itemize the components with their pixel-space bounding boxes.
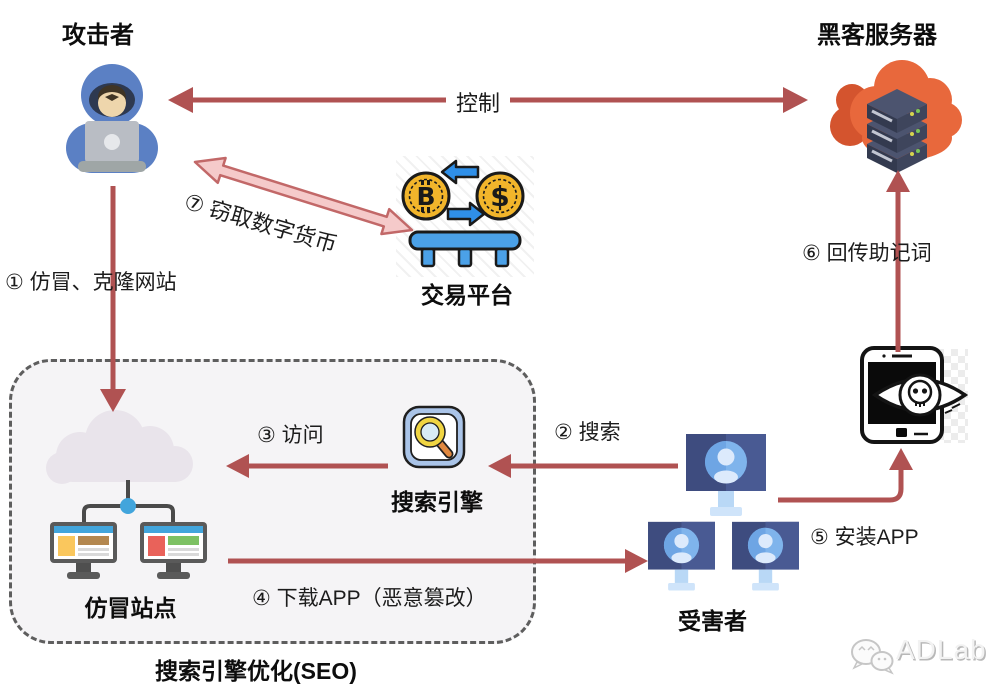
attacker-label: 攻击者 — [62, 22, 134, 49]
bitcoin-coin: B — [401, 171, 451, 221]
cloud-server-icon — [822, 48, 972, 181]
svg-text:$: $ — [490, 180, 509, 213]
right-exchange-arrow — [446, 201, 486, 227]
hooded-hacker-laptop-icon — [60, 55, 165, 185]
search-engine-label: 搜索引擎 — [391, 489, 483, 515]
send-mnemonic-edge-label: ⑥ 回传助记词 — [802, 242, 932, 265]
dollar-coin: $ — [475, 171, 525, 221]
platform-table — [408, 230, 522, 268]
cloud-network-monitors-icon — [30, 408, 230, 595]
wechat-icon — [849, 637, 895, 680]
seo-box-label: 搜索引擎优化(SEO) — [155, 658, 357, 684]
adlab-watermark: ADLab — [896, 634, 987, 665]
victim-monitor-left — [647, 521, 716, 598]
trading-platform-label: 交易平台 — [421, 282, 513, 308]
skull-glyph — [907, 379, 933, 407]
magnifier-app-icon — [402, 405, 466, 474]
fake-site-label: 仿冒站点 — [84, 595, 177, 621]
fake-site-cloud — [46, 410, 193, 484]
steal-crypto-edge-label: ⑦ 窃取数字货币 — [181, 188, 340, 258]
crypto-exchange-icon: B $ — [396, 156, 534, 277]
download-app-edge-label: ④ 下载APP（恶意篡改） — [252, 587, 487, 610]
fake-site-monitor-right — [140, 522, 207, 579]
hacker-server-label: 黑客服务器 — [817, 22, 937, 49]
visit-edge-label: ③ 访问 — [257, 424, 324, 447]
victim-monitor-large — [685, 433, 767, 524]
svg-text:B: B — [416, 182, 435, 211]
phone-spy-eye-skull-icon — [856, 342, 972, 451]
control-edge-label: 控制 — [446, 84, 511, 120]
search-edge-label: ② 搜索 — [554, 421, 621, 444]
spy-eye — [871, 373, 969, 417]
victim-monitor-right — [731, 521, 800, 598]
victims-label: 受害者 — [678, 608, 747, 634]
left-exchange-arrow — [440, 159, 480, 185]
fake-site-monitor-left — [50, 522, 117, 579]
network-hub-dot — [120, 498, 136, 514]
magnifier-glyph — [414, 416, 454, 459]
server-stack — [867, 89, 927, 173]
clone-site-edge-label: ① 仿冒、克隆网站 — [5, 271, 177, 294]
install-app-edge-label: ⑤ 安装APP — [810, 526, 919, 549]
arrow-install-app — [778, 448, 913, 503]
